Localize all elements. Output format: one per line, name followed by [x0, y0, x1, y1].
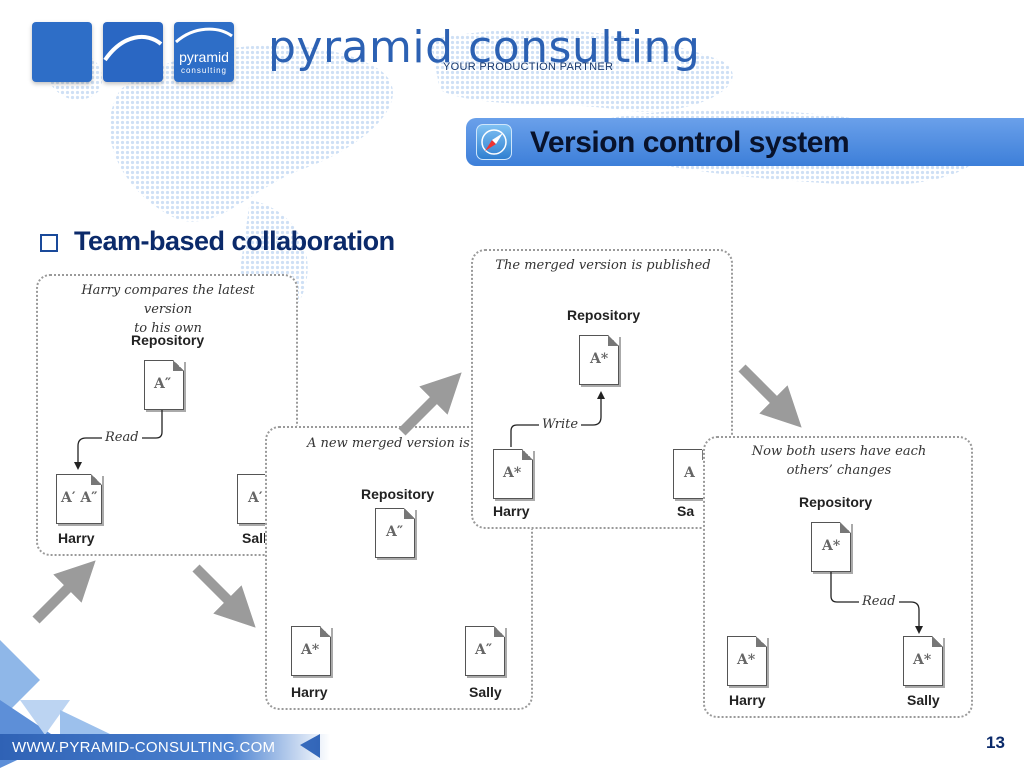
connector-label: Write	[539, 417, 582, 432]
panel-caption: A new merged version is cre	[307, 436, 496, 451]
sally-label: Sa	[677, 503, 695, 519]
harry-label: Harry	[291, 684, 328, 700]
title-bar	[466, 118, 1024, 166]
brand-second-word: consulting	[468, 22, 701, 73]
panel-caption: Harry compares the latest version to his…	[81, 283, 255, 336]
logo-subword: consulting	[180, 66, 228, 75]
repository-label: Repository	[799, 494, 873, 510]
document-version: A*	[913, 652, 932, 668]
bullet-text: Team-based collaboration	[74, 226, 395, 256]
harry-document-icon: A*	[727, 636, 767, 686]
document-version: A′	[248, 490, 263, 506]
diagram-panel-4: Now both users have each others’ changes…	[703, 436, 973, 718]
repository-document-icon: A″	[375, 508, 415, 558]
connector-label: Read	[102, 430, 142, 445]
document-version: A	[684, 465, 695, 481]
harry-document-icon: A′ A″	[56, 474, 102, 524]
repository-label: Repository	[131, 332, 205, 348]
harry-document-icon: A*	[493, 449, 533, 499]
harry-label: Harry	[493, 503, 530, 519]
compass-needle-icon	[481, 129, 507, 155]
checkbox-icon	[40, 234, 58, 252]
sally-document-icon: A″	[465, 626, 505, 676]
connector-label: Read	[859, 594, 899, 609]
panel-caption: Now both users have each others’ changes	[751, 444, 927, 478]
panel-caption: The merged version is published	[495, 258, 711, 273]
repository-document-icon: A*	[579, 335, 619, 385]
footer-url[interactable]: WWW.PYRAMID-CONSULTING.COM	[12, 739, 276, 756]
document-version: A″	[475, 642, 493, 658]
footer-band	[0, 734, 330, 760]
logo-tile-left	[32, 22, 92, 82]
brand-tagline: YOUR PRODUCTION PARTNER	[443, 61, 614, 73]
document-version: A″	[154, 376, 172, 392]
harry-document-icon: A*	[291, 626, 331, 676]
diagram-panel-1: Harry compares the latest version to his…	[36, 274, 298, 556]
document-version: A*	[301, 642, 320, 658]
brand-first-word: pyramid	[268, 22, 454, 73]
document-version: A*	[503, 465, 522, 481]
harry-label: Harry	[729, 692, 766, 708]
swoosh-icon	[175, 27, 233, 44]
sally-label: Sally	[469, 684, 502, 700]
swoosh-icon	[103, 35, 163, 62]
document-version: A′ A″	[61, 490, 98, 506]
repository-label: Repository	[567, 307, 641, 323]
logo-tile-middle	[103, 22, 163, 82]
page-number: 13	[986, 733, 1005, 752]
diagram-panel-3: The merged version is published Reposito…	[471, 249, 733, 529]
harry-label: Harry	[58, 530, 95, 546]
repository-document-icon: A*	[811, 522, 851, 572]
repository-document-icon: A″	[144, 360, 184, 410]
document-version: A*	[822, 538, 841, 554]
slide-title: Version control system	[530, 126, 850, 159]
brand-name: pyramid consulting	[268, 22, 700, 73]
sally-label: Sally	[907, 692, 940, 708]
document-version: A*	[590, 351, 609, 367]
sally-document-icon: A*	[903, 636, 943, 686]
logo-wordmark: pyramid	[179, 49, 229, 65]
document-version: A″	[386, 524, 404, 540]
compass-icon	[476, 124, 512, 160]
document-version: A*	[737, 652, 756, 668]
repository-label: Repository	[361, 486, 435, 502]
logo-tile-right[interactable]: pyramid consulting	[174, 22, 234, 82]
